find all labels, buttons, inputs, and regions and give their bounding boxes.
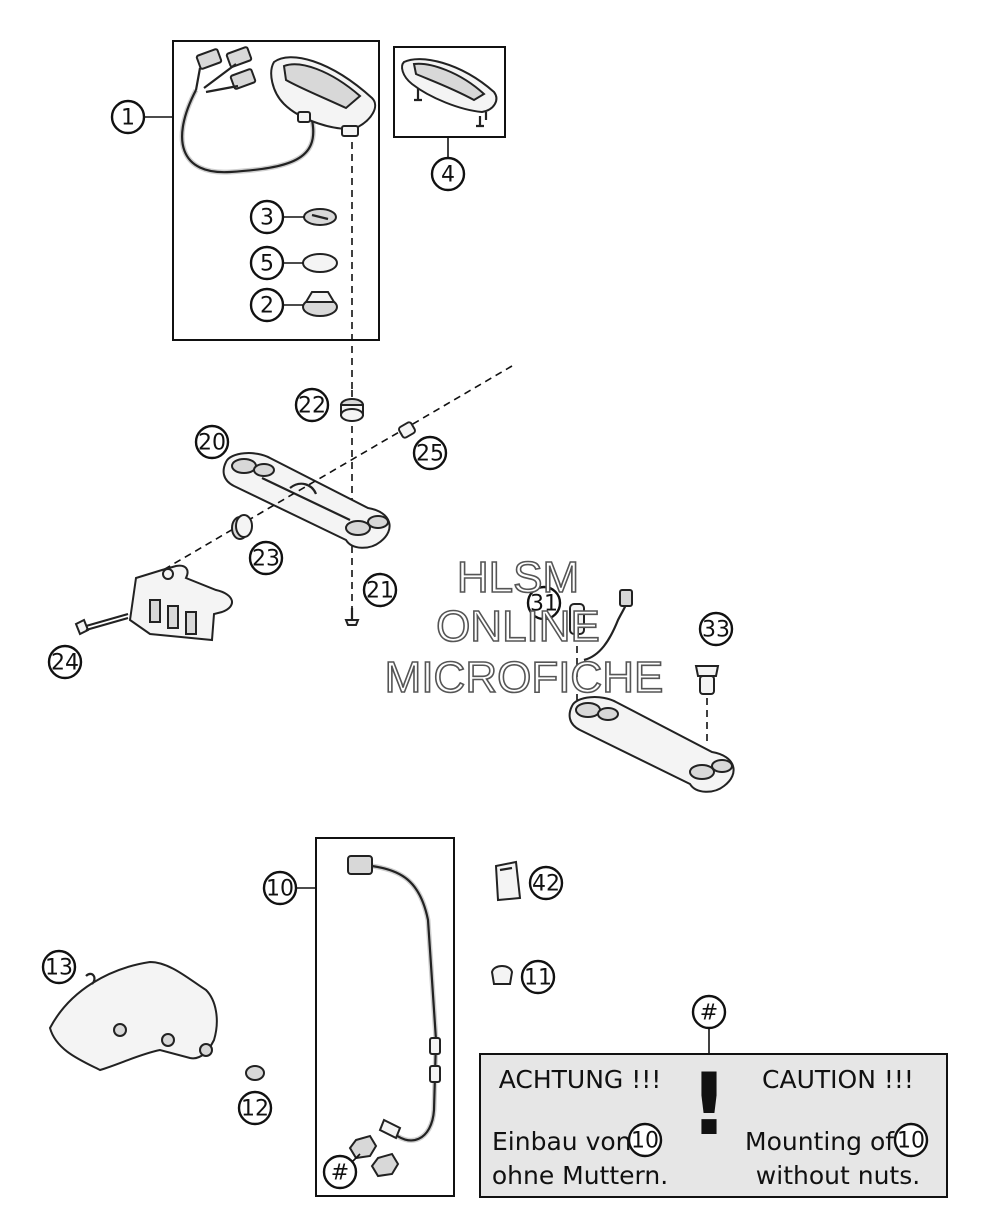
- callout-25: 25: [412, 435, 448, 471]
- caution-ref-en: 10: [893, 1122, 929, 1158]
- cover-kit-frame: [393, 46, 506, 138]
- nuts: [348, 1134, 400, 1178]
- caution-text-de-line2: ohne Muttern.: [492, 1161, 668, 1190]
- callout-4: 4: [430, 156, 466, 192]
- svg-text:20: 20: [198, 431, 226, 456]
- callout-hash-caution: #: [691, 994, 727, 1030]
- wheel-speed-sensor-part-10: [347, 855, 441, 1143]
- callout-24: 24: [47, 644, 83, 680]
- leader-nuts: [351, 1153, 361, 1163]
- speedometer-kit-frame: [172, 40, 380, 341]
- disc-guard-part-13: [48, 960, 218, 1072]
- callout-23: 23: [248, 540, 284, 576]
- svg-text:#: #: [331, 1161, 349, 1186]
- speedometer-unit: [179, 46, 377, 175]
- callout-2: 2: [249, 287, 285, 323]
- svg-text:21: 21: [366, 579, 394, 604]
- callout-42: 42: [528, 865, 564, 901]
- screw-part-21: [344, 608, 360, 626]
- holder-part-2: [302, 291, 338, 317]
- svg-text:10: 10: [266, 877, 294, 902]
- caution-heading-en: CAUTION !!!: [762, 1065, 914, 1094]
- svg-text:13: 13: [45, 956, 73, 981]
- cable-clip-part-11: [490, 965, 514, 985]
- callout-33: 33: [698, 611, 734, 647]
- caution-box: [479, 1053, 948, 1198]
- callout-21: 21: [362, 572, 398, 608]
- svg-text:25: 25: [416, 442, 444, 467]
- svg-text:22: 22: [298, 394, 326, 419]
- grommet-part-23: [231, 514, 253, 540]
- indicator-lamp-part-31: [569, 589, 633, 700]
- svg-text:10: 10: [897, 1129, 925, 1154]
- svg-text:4: 4: [441, 163, 455, 188]
- callout-22: 22: [294, 387, 330, 423]
- bracket-plate: [128, 564, 233, 642]
- grommet-part-22: [340, 398, 364, 422]
- assembly-axis-diagonal: [157, 365, 513, 574]
- callout-10: 10: [262, 870, 298, 906]
- exclamation-mark: !: [689, 1055, 728, 1155]
- svg-text:12: 12: [241, 1097, 269, 1122]
- speedo-bracket-part-20: [222, 452, 391, 549]
- svg-text:23: 23: [252, 547, 280, 572]
- svg-text:2: 2: [260, 294, 274, 319]
- svg-text:3: 3: [260, 206, 274, 231]
- speedo-bracket-alt: [568, 696, 735, 793]
- caution-text-en-line1: Mounting of: [745, 1127, 895, 1156]
- callout-12: 12: [237, 1090, 273, 1126]
- svg-text:42: 42: [532, 872, 560, 897]
- watermark-line2: ONLINE: [436, 602, 600, 651]
- caution-ref-de: 10: [627, 1122, 663, 1158]
- caution-text-de-line1: Einbau von: [492, 1127, 632, 1156]
- spacer-part-12: [245, 1065, 265, 1081]
- sensor-kit-frame: [315, 837, 455, 1197]
- callout-5: 5: [249, 245, 285, 281]
- svg-text:31: 31: [530, 592, 558, 617]
- bolt-part-24: [74, 612, 129, 636]
- svg-text:5: 5: [260, 252, 274, 277]
- watermark-line3: MICROFICHE: [385, 653, 664, 702]
- callout-31: 31: [526, 585, 562, 621]
- clip-part-42: [494, 860, 522, 902]
- watermark-line1: HLSM: [457, 553, 579, 602]
- cover-part-4: [401, 58, 498, 128]
- seal-part-5: [302, 253, 338, 273]
- caution-heading-de: ACHTUNG !!!: [499, 1065, 662, 1094]
- spacer-part-25: [398, 421, 416, 439]
- svg-text:10: 10: [631, 1129, 659, 1154]
- callout-1: 1: [110, 99, 146, 135]
- svg-text:33: 33: [702, 618, 730, 643]
- callout-11: 11: [520, 959, 556, 995]
- svg-text:11: 11: [524, 966, 552, 991]
- cap-part-3: [303, 208, 337, 226]
- caution-text-en-line2: without nuts.: [756, 1161, 920, 1190]
- callout-3: 3: [249, 199, 285, 235]
- callout-13: 13: [41, 949, 77, 985]
- plug-part-33: [694, 665, 720, 744]
- callout-hash-nuts: #: [322, 1154, 358, 1190]
- callout-20: 20: [194, 424, 230, 460]
- svg-text:24: 24: [51, 651, 79, 676]
- svg-text:#: #: [700, 1001, 718, 1026]
- watermark: HLSM ONLINE MICROFICHE: [384, 552, 664, 703]
- svg-text:1: 1: [121, 106, 135, 131]
